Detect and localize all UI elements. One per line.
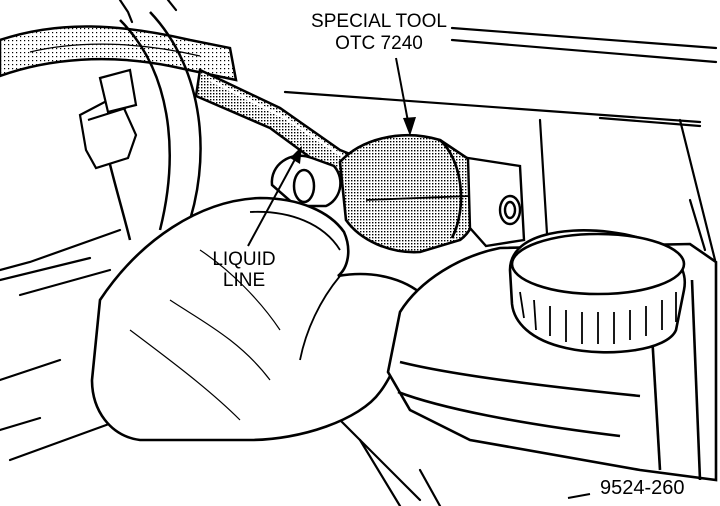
hose-clip (78, 68, 138, 170)
mounting-bracket (466, 156, 526, 248)
leader-arrowheads (290, 117, 416, 164)
special-tool-label: SPECIAL TOOL OTC 7240 (304, 12, 454, 56)
figure-number-leader (567, 493, 591, 499)
liquid-line-label: LIQUID LINE (196, 250, 292, 292)
liquid-line-label-line1: LIQUID (212, 249, 276, 270)
special-tool-label-line1: SPECIAL TOOL (311, 11, 447, 32)
figure-number: 9524-260 (600, 477, 685, 499)
special-tool-body (338, 133, 481, 254)
special-tool-label-line2: OTC 7240 (335, 33, 423, 54)
liquid-line-arrowhead (290, 146, 302, 164)
reservoir-cap (508, 229, 687, 354)
liquid-line-label-line2: LINE (222, 270, 266, 291)
special-tool-arrowhead (403, 117, 416, 136)
liquid-line-leader (247, 149, 301, 247)
